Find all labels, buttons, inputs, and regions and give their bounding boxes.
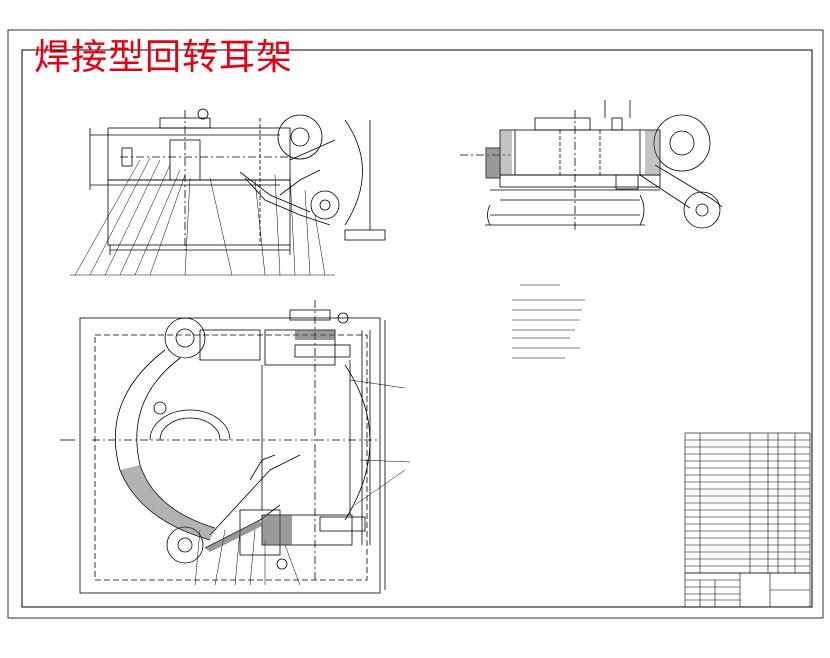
top-left-view bbox=[89, 108, 386, 255]
main-section-view bbox=[60, 300, 386, 594]
leader-lines-upper bbox=[70, 157, 335, 276]
weld-hatch-fills bbox=[120, 130, 660, 552]
inner-border bbox=[21, 49, 813, 608]
outer-border bbox=[7, 29, 824, 619]
title-block bbox=[684, 572, 811, 608]
leader-lines-lower bbox=[194, 379, 411, 586]
drawing-title: 焊接型回转耳架 bbox=[34, 37, 294, 78]
technical-notes bbox=[512, 284, 585, 359]
parts-list-table bbox=[684, 432, 811, 574]
